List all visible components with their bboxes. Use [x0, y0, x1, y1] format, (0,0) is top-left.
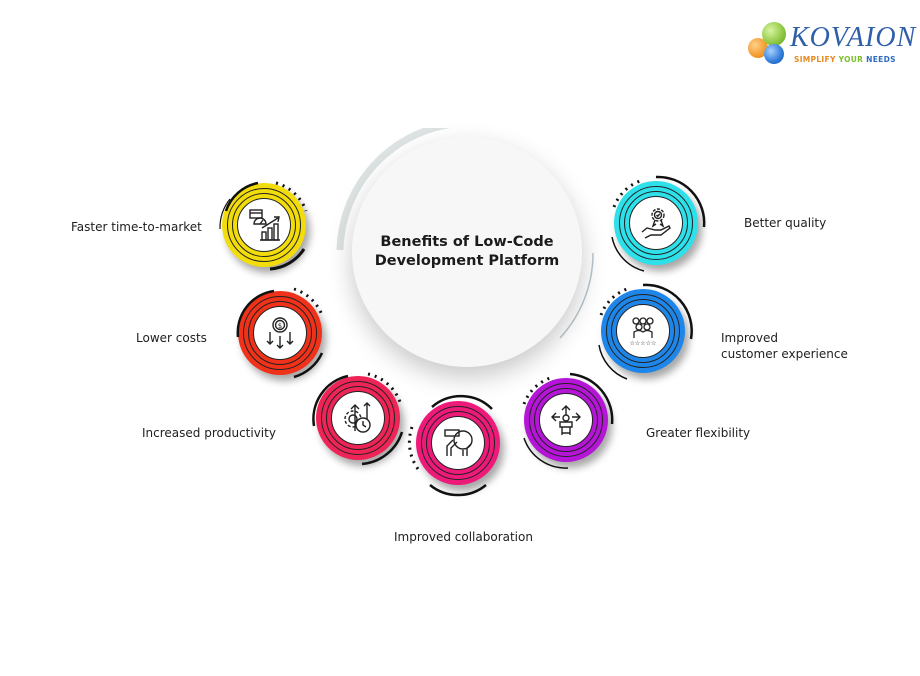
- center-arc-decoration: [336, 128, 594, 339]
- logo-wordmark: KOVAION: [790, 22, 917, 53]
- benefit-label-better-quality: Better quality: [744, 216, 827, 230]
- center-title-circle: Benefits of Low-Code Development Platfor…: [352, 137, 582, 367]
- customer-group-stars-icon: ☆☆☆☆☆: [630, 317, 657, 346]
- benefit-label-improved-collaboration: Improved collaboration: [394, 530, 533, 544]
- benefit-node-faster-time-to-market: [219, 181, 308, 271]
- kovaion-logo: KOVAION SIMPLIFY YOUR NEEDS: [748, 20, 915, 66]
- benefit-node-improved-collaboration: [407, 394, 500, 497]
- logo-ball-orange: [748, 38, 768, 58]
- center-title-line2: Development Platform: [374, 253, 560, 269]
- benefit-label-lower-costs: Lower costs: [136, 331, 207, 345]
- arc-decoration: [522, 372, 614, 469]
- gear-clock-arrows-icon: [344, 402, 371, 433]
- hand-award-badge-icon: [641, 208, 671, 239]
- svg-text:$: $: [278, 322, 282, 330]
- hands-puzzle-icon: [444, 429, 473, 456]
- logo-ball-green: [762, 22, 786, 46]
- benefit-label-increased-productivity: Increased productivity: [142, 426, 276, 440]
- arc-decoration: [219, 181, 308, 271]
- benefit-node-increased-productivity: [312, 372, 404, 466]
- benefit-node-greater-flexibility: [522, 372, 614, 469]
- benefit-label-greater-flexibility: Greater flexibility: [646, 426, 751, 440]
- arc-decoration: [598, 283, 693, 380]
- arc-decoration: [312, 372, 404, 466]
- dollar-down-arrows-icon: $: [266, 317, 294, 349]
- logo-tagline: SIMPLIFY YOUR NEEDS: [794, 55, 896, 64]
- person-arrows-icon: [551, 405, 581, 435]
- arc-decoration: [407, 394, 493, 497]
- arc-decoration: [611, 175, 706, 272]
- growth-chart-speedometer-icon: [249, 209, 280, 241]
- benefit-node-improved-customer-experience: ☆☆☆☆☆: [598, 283, 693, 380]
- svg-text:☆☆☆☆☆: ☆☆☆☆☆: [630, 340, 657, 346]
- logo-ball-blue: [764, 44, 784, 64]
- arc-decoration: [236, 287, 324, 379]
- benefit-node-lower-costs: $: [236, 287, 324, 379]
- benefit-label-faster-time-to-market: Faster time-to-market: [71, 220, 202, 234]
- benefit-label-improved-customer-experience: Improved customer experience: [721, 331, 848, 361]
- benefit-node-better-quality: [611, 175, 706, 272]
- center-title-line1: Benefits of Low-Code: [380, 234, 554, 250]
